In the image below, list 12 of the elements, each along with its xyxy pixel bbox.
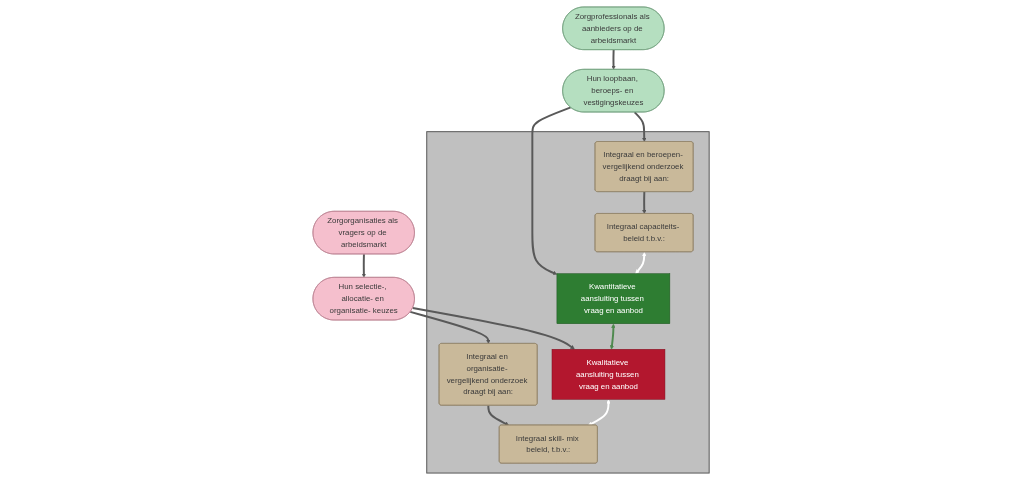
arrow <box>635 252 647 274</box>
arrow <box>362 253 367 278</box>
arrow <box>642 190 647 214</box>
cluster <box>426 131 711 474</box>
arrow <box>588 399 612 426</box>
arrow <box>412 306 576 350</box>
arrow <box>409 310 491 344</box>
arrow <box>531 106 573 275</box>
arrow <box>634 111 647 142</box>
arrow <box>610 323 616 350</box>
arrow <box>487 404 510 426</box>
arrow <box>611 48 617 70</box>
